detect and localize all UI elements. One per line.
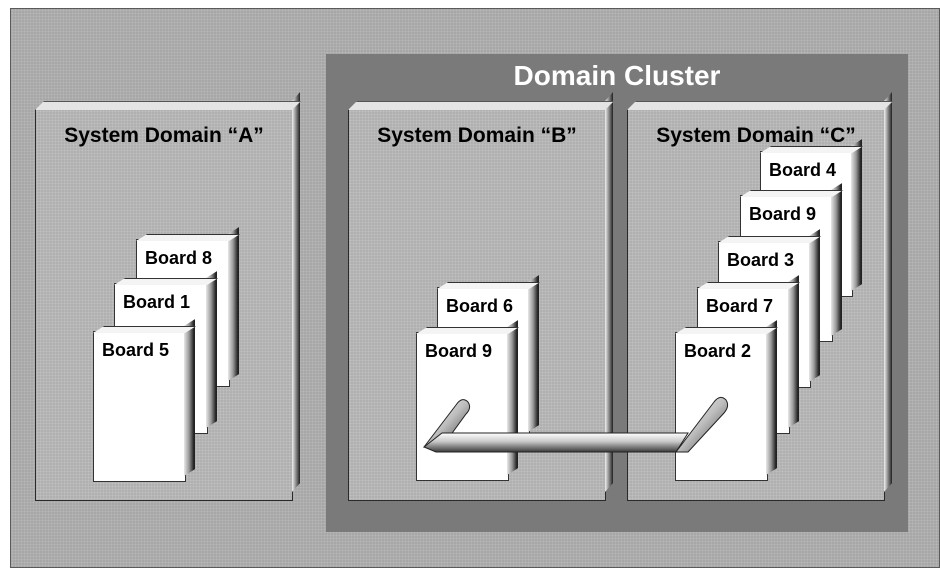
board-label: Board 4 bbox=[769, 160, 837, 180]
board-label: Board 9 bbox=[749, 204, 817, 224]
board-label: Board 9 bbox=[425, 341, 493, 361]
system-domain-c-title: System Domain “C” bbox=[656, 124, 856, 147]
system-domain-b-title: System Domain “B” bbox=[377, 124, 577, 147]
board-label: Board 5 bbox=[102, 340, 170, 360]
board-label: Board 3 bbox=[727, 250, 795, 270]
board-label: Board 1 bbox=[123, 292, 191, 312]
board-label: Board 2 bbox=[684, 341, 752, 361]
cluster-title: Domain Cluster bbox=[513, 60, 721, 91]
board-label: Board 6 bbox=[446, 296, 514, 316]
system-domain-a-title: System Domain “A” bbox=[64, 124, 264, 147]
board-label: Board 8 bbox=[145, 248, 213, 268]
board-label: Board 7 bbox=[706, 296, 774, 316]
board-card: Board 5 bbox=[93, 331, 186, 482]
